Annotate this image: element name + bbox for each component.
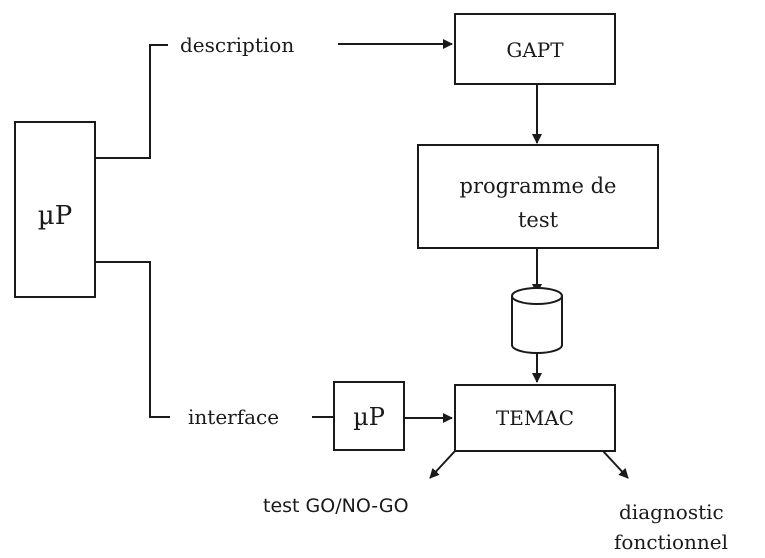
go-nogo-arrow bbox=[429, 450, 456, 479]
interface-label: interface bbox=[188, 405, 279, 429]
description-connector bbox=[95, 44, 168, 159]
microprocessor-label: µP bbox=[38, 201, 72, 231]
microprocessor-box bbox=[14, 121, 96, 298]
programme-label-line1: programme de bbox=[460, 174, 617, 198]
temac-label: TEMAC bbox=[496, 406, 574, 430]
diagnostic-label-line1: diagnostic bbox=[619, 500, 724, 524]
test-go-nogo-label: test GO/NO-GO bbox=[263, 495, 409, 517]
small-microprocessor-box bbox=[333, 381, 405, 451]
storage-cylinder-icon bbox=[511, 287, 563, 354]
programme-de-test-box bbox=[417, 144, 659, 249]
gapt-label: GAPT bbox=[506, 38, 564, 62]
description-label: description bbox=[180, 33, 294, 57]
temac-box bbox=[454, 384, 616, 452]
small-microprocessor-label: µP bbox=[353, 403, 385, 431]
gapt-box bbox=[454, 13, 616, 85]
diagnostic-label-line2: fonctionnel bbox=[614, 530, 728, 554]
diagnostic-arrow bbox=[602, 450, 629, 479]
interface-connector bbox=[95, 261, 170, 418]
programme-label-line2: test bbox=[518, 208, 559, 232]
